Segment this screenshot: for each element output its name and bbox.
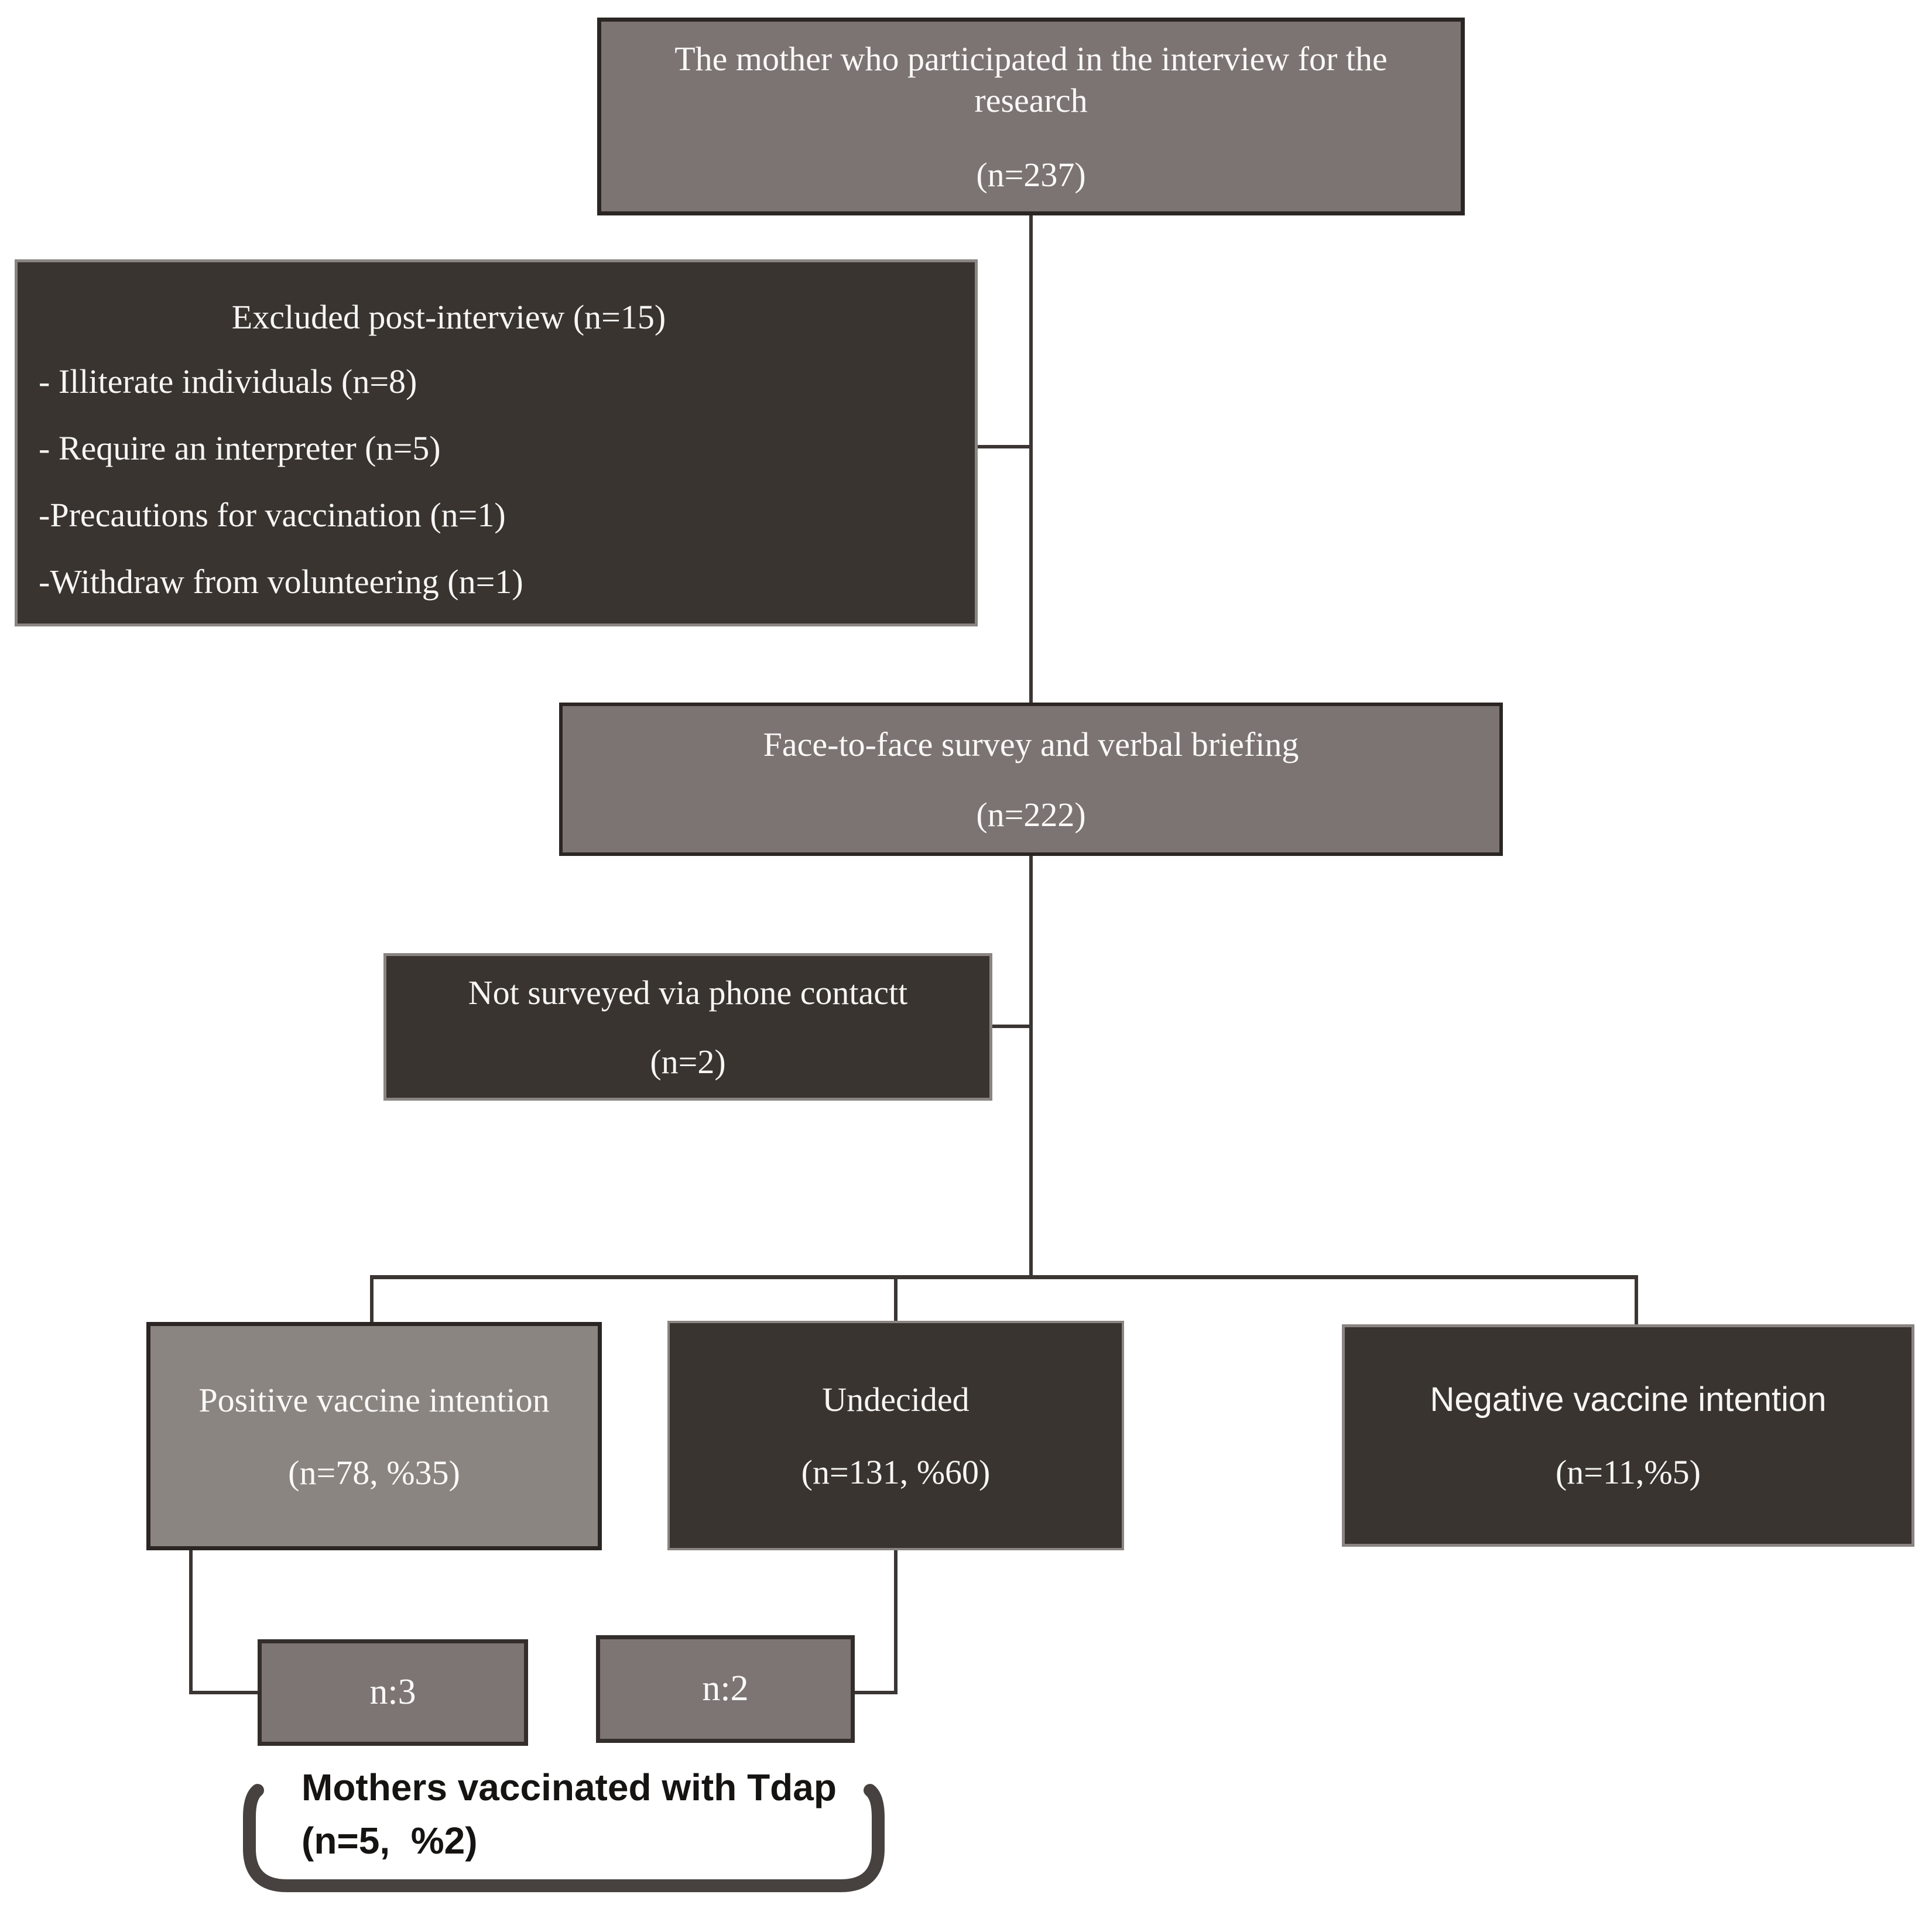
node-undecided: Undecided (n=131, %60) [667,1321,1124,1550]
node-positive-intention: Positive vaccine intention (n=78, %35) [146,1322,602,1550]
node-interview-participants-label: The mother who participated in the inter… [674,39,1388,119]
connector-notsurveyed-branch [991,1025,1033,1028]
node-face-to-face-n: (n=222) [976,795,1086,834]
node-excluded-item-2: - Require an interpreter (n=5) [39,429,441,467]
tdap-caption-line1: Mothers vaccinated with Tdap [302,1766,837,1808]
node-negative-intention: Negative vaccine intention (n=11,%5) [1342,1324,1914,1547]
node-interview-participants: The mother who participated in the inter… [597,18,1465,215]
node-n2-label: n:2 [702,1669,749,1709]
node-excluded: Excluded post-interview (n=15) - Illiter… [15,259,978,626]
node-n2: n:2 [596,1635,855,1743]
node-not-surveyed: Not surveyed via phone contactt (n=2) [383,953,992,1101]
node-negative-intention-n: (n=11,%5) [1555,1453,1701,1492]
connector-undecided-to-n2-h [854,1691,898,1694]
node-undecided-label: Undecided [822,1380,970,1419]
node-excluded-item-3: -Precautions for vaccination (n=1) [39,496,506,534]
node-excluded-title: Excluded post-interview (n=15) [231,298,666,336]
connector-positive-to-n3-h [189,1691,259,1694]
node-excluded-content: Excluded post-interview (n=15) - Illiter… [18,262,975,624]
node-not-surveyed-label: Not surveyed via phone contactt [468,974,908,1012]
node-positive-intention-label: Positive vaccine intention [198,1381,550,1419]
tdap-caption: Mothers vaccinated with Tdap (n=5, %2) [302,1761,946,1868]
drop-to-undecided [894,1278,898,1322]
node-excluded-item-1: - Illiterate individuals (n=8) [39,362,417,400]
node-excluded-item-4: -Withdraw from volunteering (n=1) [39,563,523,601]
connector-face-to-branch [1029,856,1033,1279]
node-n3-label: n:3 [369,1672,416,1712]
node-positive-intention-n: (n=78, %35) [288,1454,460,1492]
node-n3: n:3 [258,1639,528,1746]
branch-horizontal-line [370,1275,1638,1279]
node-undecided-n: (n=131, %60) [801,1453,991,1492]
connector-excluded-branch [977,445,1033,448]
drop-to-negative [1635,1278,1638,1326]
node-interview-participants-n: (n=237) [976,156,1086,194]
node-negative-intention-label: Negative vaccine intention [1430,1380,1827,1419]
node-not-surveyed-n: (n=2) [650,1042,726,1081]
node-face-to-face-label: Face-to-face survey and verbal briefing [763,725,1299,764]
node-face-to-face: Face-to-face survey and verbal briefing … [559,703,1503,856]
drop-to-positive [370,1278,374,1323]
connector-undecided-to-n2-v [894,1549,898,1694]
connector-top-to-face [1029,215,1033,706]
connector-positive-to-n3-v [189,1549,193,1694]
tdap-caption-line2: (n=5, %2) [302,1819,478,1862]
